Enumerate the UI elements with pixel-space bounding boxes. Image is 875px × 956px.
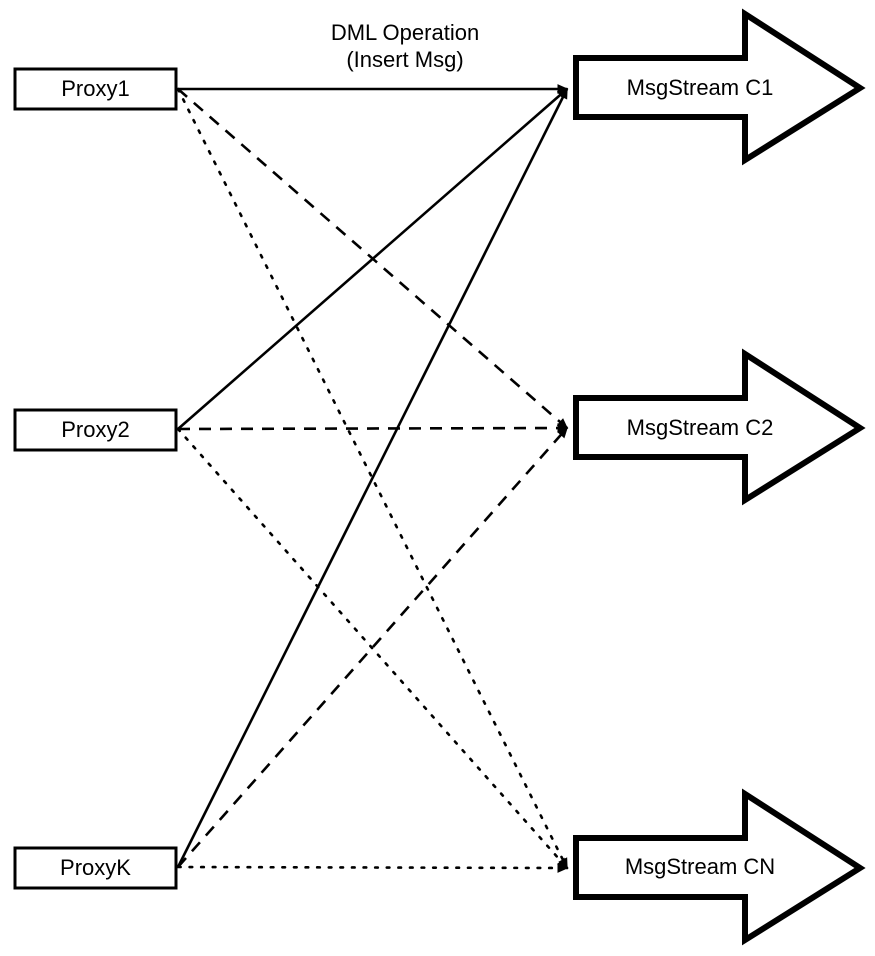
msgstream-cn-label: MsgStream CN — [625, 854, 775, 879]
stream-node-streamCN[interactable]: MsgStream CN — [573, 788, 866, 946]
proxyK-label: ProxyK — [60, 855, 131, 880]
proxy2-label: Proxy2 — [61, 417, 129, 442]
proxyK-box[interactable] — [13, 846, 178, 890]
msgstream-cn-arrow-shape[interactable] — [573, 788, 866, 946]
edge-group — [176, 84, 569, 873]
proxy-group: Proxy1 Proxy2 ProxyK — [13, 67, 178, 890]
edge-proxy2-to-streamCN — [176, 427, 569, 870]
dml-operation-label-line1: DML Operation — [331, 20, 479, 45]
stream-node-streamC2[interactable]: MsgStream C2 — [573, 348, 866, 506]
msgstream-c2-label: MsgStream C2 — [627, 415, 774, 440]
edge-proxy2-to-streamC2 — [177, 423, 569, 433]
proxy-node-proxyK[interactable]: ProxyK — [13, 846, 178, 890]
edge-proxyK-to-streamCN — [176, 863, 569, 873]
stream-node-streamC1[interactable]: MsgStream C1 — [573, 8, 866, 166]
stream-group: MsgStream C1 MsgStream C2 MsgStream CN — [573, 8, 866, 946]
proxy1-label: Proxy1 — [61, 76, 129, 101]
msgstream-c2-arrow-shape[interactable] — [573, 348, 866, 506]
edge-proxy2-to-streamC1 — [177, 88, 569, 430]
proxy1-box[interactable] — [13, 67, 178, 111]
edge-proxyK-to-streamC1 — [176, 87, 569, 868]
msgstream-c1-label: MsgStream C1 — [627, 75, 774, 100]
msgstream-c1-arrow-shape[interactable] — [573, 8, 866, 166]
proxy-node-proxy1[interactable]: Proxy1 — [13, 67, 178, 111]
dml-operation-label-line2: (Insert Msg) — [346, 47, 463, 72]
dml-operation-label: DML Operation (Insert Msg) — [331, 20, 479, 72]
edge-proxyK-to-streamC2 — [177, 426, 568, 868]
proxy-node-proxy2[interactable]: Proxy2 — [13, 408, 178, 452]
proxy2-box[interactable] — [13, 408, 178, 452]
